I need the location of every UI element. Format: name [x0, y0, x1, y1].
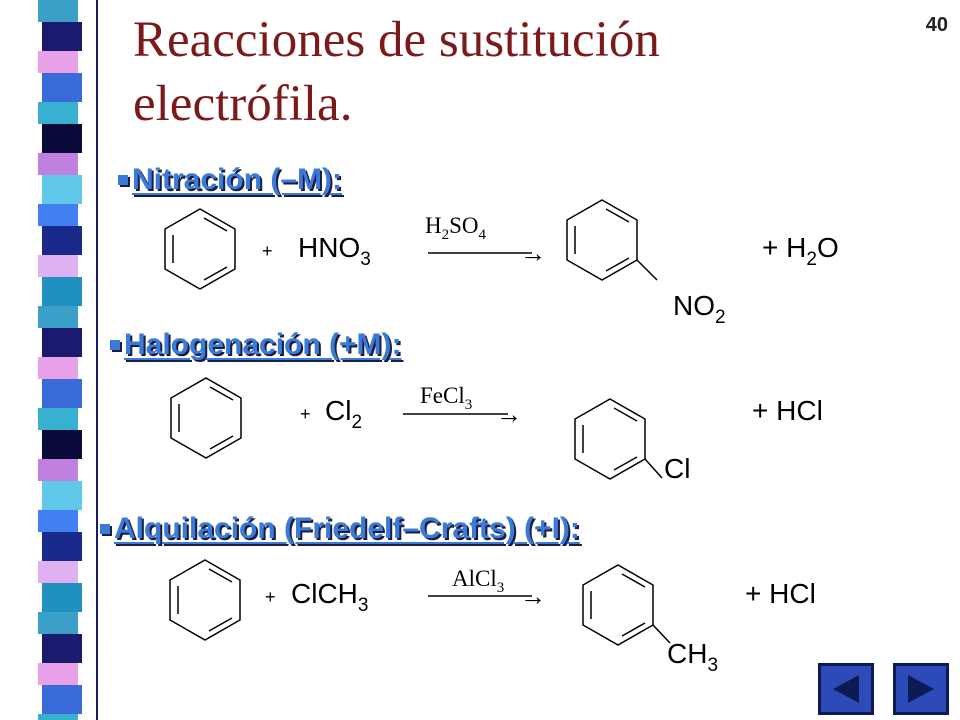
- bullet-square-icon: [118, 175, 128, 185]
- substituent-formula: NO2: [673, 290, 726, 328]
- strip-block: [42, 634, 82, 663]
- title-line-1: Reacciones de sustitución: [133, 12, 660, 68]
- strip-block: [38, 714, 78, 720]
- strip-block: [38, 255, 78, 277]
- reaction-nitration: + HNO3 H2SO4 → + H2O NO2: [164, 199, 839, 328]
- bullet-square-icon: [110, 340, 120, 350]
- section-heading-nitration: Nitración (–M):: [118, 163, 342, 197]
- strip-block: [42, 532, 82, 561]
- strip-block: [42, 226, 82, 255]
- benzene-ring-product: [582, 564, 654, 646]
- catalyst-formula: H2SO4: [425, 213, 487, 243]
- strip-block: [42, 481, 82, 510]
- strip-block: [38, 153, 78, 175]
- strip-block: [38, 663, 78, 685]
- catalyst-formula: AlCl3: [452, 566, 504, 596]
- benzene-ring-product: [566, 199, 638, 281]
- strip-block: [38, 561, 78, 583]
- strip-block: [38, 510, 78, 532]
- benzene-ring-reactant: [169, 559, 241, 641]
- reaction-alkylation: + ClCH3 AlCl3 → + HCl CH3: [169, 559, 816, 676]
- substituent-formula: CH3: [667, 638, 718, 676]
- section-heading-alkylation: Alquilación (Friedelf–Crafts) (+I):: [100, 512, 580, 546]
- page-number: 40: [925, 14, 948, 36]
- strip-block: [38, 0, 78, 22]
- strip-block: [42, 277, 82, 306]
- reaction-halogenation: + Cl2 FeCl3 → + HCl Cl: [170, 377, 823, 484]
- strip-block: [38, 204, 78, 226]
- strip-block: [38, 459, 78, 481]
- strip-block: [42, 430, 82, 459]
- title-line-2: electrófila.: [133, 76, 353, 132]
- section-heading-halogenation: Halogenación (+M):: [110, 328, 402, 362]
- strip-divider: [96, 0, 98, 720]
- strip-block: [38, 51, 78, 73]
- plus-sign: +: [265, 587, 276, 607]
- substituent-bond: [652, 624, 671, 644]
- reagent-formula: ClCH3: [291, 578, 368, 616]
- heading-text: Alquilación (Friedelf–Crafts) (+I):: [114, 512, 580, 545]
- previous-slide-button[interactable]: [818, 663, 874, 715]
- next-slide-button[interactable]: [893, 663, 949, 715]
- benzene-ring-reactant: [164, 208, 236, 290]
- reagent-formula: HNO3: [298, 232, 371, 270]
- reaction-arrow-head: →: [496, 399, 522, 429]
- substituent-formula: Cl: [664, 453, 690, 484]
- bullet-square-icon: [100, 524, 110, 534]
- strip-block: [38, 408, 78, 430]
- heading-text: Nitración (–M):: [132, 163, 342, 196]
- plus-sign: +: [300, 404, 311, 424]
- strip-block: [42, 73, 82, 102]
- strip-block: [38, 357, 78, 379]
- triangle-left-icon: [833, 675, 859, 703]
- benzene-ring-product: [574, 398, 646, 480]
- substituent-bond: [636, 259, 658, 281]
- reaction-arrow-head: →: [520, 238, 546, 268]
- byproduct-formula: + H2O: [762, 232, 839, 270]
- strip-block: [42, 328, 82, 357]
- strip-block: [38, 306, 78, 328]
- catalyst-formula: FeCl3: [420, 383, 472, 413]
- benzene-ring-reactant: [170, 377, 242, 459]
- triangle-right-icon: [908, 675, 934, 703]
- strip-block: [42, 22, 82, 51]
- slide-title: Reacciones de sustitución electrófila.: [133, 8, 833, 136]
- strip-block: [42, 124, 82, 153]
- reaction-arrow-head: →: [520, 581, 546, 611]
- substituent-bond: [644, 458, 663, 479]
- decorative-left-strip: [0, 0, 108, 720]
- byproduct-formula: + HCl: [752, 395, 823, 426]
- strip-block: [38, 102, 78, 124]
- strip-block: [42, 175, 82, 204]
- plus-sign: +: [262, 241, 273, 261]
- heading-text: Halogenación (+M):: [124, 328, 402, 361]
- byproduct-formula: + HCl: [745, 578, 816, 609]
- reagent-formula: Cl2: [325, 395, 362, 433]
- strip-block: [42, 685, 82, 714]
- strip-block: [42, 583, 82, 612]
- strip-block: [42, 379, 82, 408]
- strip-block: [38, 612, 78, 634]
